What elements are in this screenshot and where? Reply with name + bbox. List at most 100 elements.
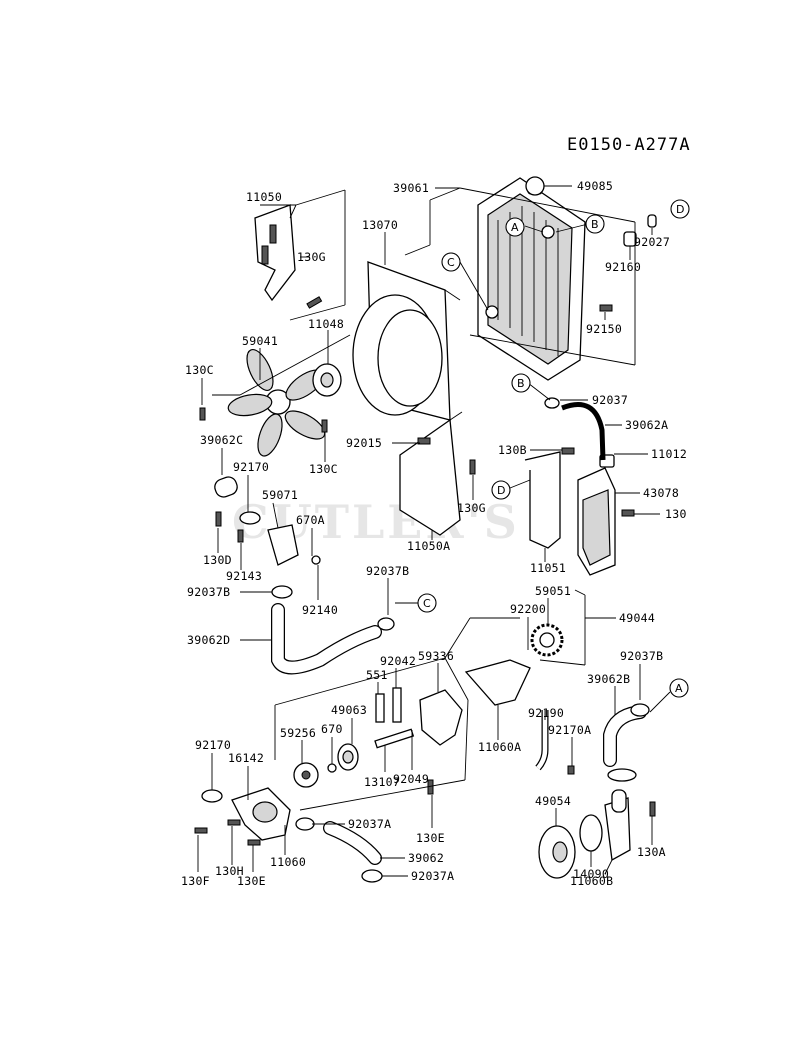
label-11050: 11050 <box>246 190 282 204</box>
label-92037A-top: 92037A <box>348 817 391 831</box>
label-59071: 59071 <box>262 488 298 502</box>
label-11060A: 11060A <box>478 740 521 754</box>
pulley[interactable] <box>538 825 576 879</box>
label-11050A: 11050A <box>407 539 450 553</box>
label-92200: 92200 <box>510 602 546 616</box>
label-130D: 130D <box>203 553 232 567</box>
label-670A: 670A <box>296 513 325 527</box>
reservoir-tank[interactable] <box>577 454 616 576</box>
label-49063: 49063 <box>331 703 367 717</box>
label-92037B-left: 92037B <box>187 585 230 599</box>
label-92042: 92042 <box>380 654 416 668</box>
label-92190: 92190 <box>528 706 564 720</box>
label-16142: 16142 <box>228 751 264 765</box>
part-labels: 11050 130G 13070 39061 49085 92027 92160… <box>181 179 687 888</box>
bolts <box>194 214 657 846</box>
label-59336: 59336 <box>418 649 454 663</box>
callout-B-tank: B <box>511 373 531 393</box>
svg-text:A: A <box>675 682 683 695</box>
label-11051: 11051 <box>530 561 566 575</box>
radiator[interactable] <box>477 176 586 381</box>
label-49044: 49044 <box>619 611 655 625</box>
label-49054: 49054 <box>535 794 571 808</box>
callout-D-radiator: D <box>670 199 690 219</box>
label-92170-top: 92170 <box>233 460 269 474</box>
label-130E-mid: 130E <box>416 831 445 845</box>
label-59051: 59051 <box>535 584 571 598</box>
svg-text:C: C <box>423 597 431 610</box>
label-11048: 11048 <box>308 317 344 331</box>
fan-spacer[interactable] <box>312 363 342 397</box>
label-92037B-mid: 92037B <box>366 564 409 578</box>
label-14090: 14090 <box>573 867 609 881</box>
label-11012: 11012 <box>651 447 687 461</box>
svg-text:D: D <box>497 484 505 497</box>
label-130G-top: 130G <box>297 250 326 264</box>
label-130F: 130F <box>181 874 210 888</box>
label-13070: 13070 <box>362 218 398 232</box>
svg-text:D: D <box>676 203 684 216</box>
label-130G-mid: 130G <box>457 501 486 515</box>
bracket-11050A[interactable] <box>399 418 461 536</box>
clamp-92170A[interactable] <box>607 768 637 782</box>
label-59041: 59041 <box>242 334 278 348</box>
impeller[interactable] <box>293 762 319 788</box>
callout-A-hose: A <box>669 678 689 698</box>
label-39061: 39061 <box>393 181 429 195</box>
leader-lines <box>197 185 671 877</box>
hose-clamps <box>201 397 650 883</box>
tank-bracket[interactable] <box>524 451 561 549</box>
label-130H: 130H <box>215 864 244 878</box>
gear-59051[interactable] <box>530 623 564 657</box>
label-130-right: 130 <box>665 507 687 521</box>
label-670: 670 <box>321 722 343 736</box>
callout-D-tank: D <box>491 480 511 500</box>
label-59256: 59256 <box>280 726 316 740</box>
label-92037B-right: 92037B <box>620 649 663 663</box>
label-92160: 92160 <box>605 260 641 274</box>
label-551: 551 <box>366 668 388 682</box>
diagram-code: E0150-A277A <box>567 135 691 155</box>
svg-text:C: C <box>447 256 455 269</box>
label-11060: 11060 <box>270 855 306 869</box>
callout-C-hose: C <box>417 593 437 613</box>
pump-shaft[interactable] <box>337 687 415 771</box>
label-13107: 13107 <box>364 775 400 789</box>
label-92037A-bottom: 92037A <box>411 869 454 883</box>
label-92143: 92143 <box>226 569 262 583</box>
label-92015: 92015 <box>346 436 382 450</box>
bracket-11060A[interactable] <box>464 659 531 706</box>
label-39062C: 39062C <box>200 433 243 447</box>
gasket[interactable] <box>579 814 603 852</box>
callout-B-radiator: B <box>585 214 605 234</box>
label-92037-b: 92037 <box>592 393 628 407</box>
label-92150: 92150 <box>586 322 622 336</box>
label-92140: 92140 <box>302 603 338 617</box>
label-130C-left: 130C <box>185 363 214 377</box>
hose-39062A[interactable] <box>561 402 606 461</box>
label-130C-fan: 130C <box>309 462 338 476</box>
pump-body-11060[interactable] <box>231 787 291 841</box>
label-39062D: 39062D <box>187 633 230 647</box>
label-92170-bottom: 92170 <box>195 738 231 752</box>
pump-housing[interactable] <box>419 689 463 746</box>
fan-shroud[interactable] <box>352 261 463 421</box>
label-92170A: 92170A <box>548 723 591 737</box>
bracket-11050[interactable] <box>254 204 296 302</box>
callout-A-radiator: A <box>505 217 525 237</box>
label-11060B: 11060B <box>570 874 613 888</box>
outlet-11060B[interactable] <box>604 789 631 862</box>
thermostat-housing[interactable] <box>213 475 299 599</box>
label-39062A: 39062A <box>625 418 668 432</box>
svg-text:A: A <box>511 221 519 234</box>
svg-text:B: B <box>517 377 525 390</box>
label-130B: 130B <box>498 443 527 457</box>
label-130A: 130A <box>637 845 666 859</box>
svg-text:B: B <box>591 218 599 231</box>
label-49085: 49085 <box>577 179 613 193</box>
callout-C-radiator: C <box>441 252 461 272</box>
label-43078: 43078 <box>643 486 679 500</box>
label-130E-bottom: 130E <box>237 874 266 888</box>
label-92027: 92027 <box>634 235 670 249</box>
